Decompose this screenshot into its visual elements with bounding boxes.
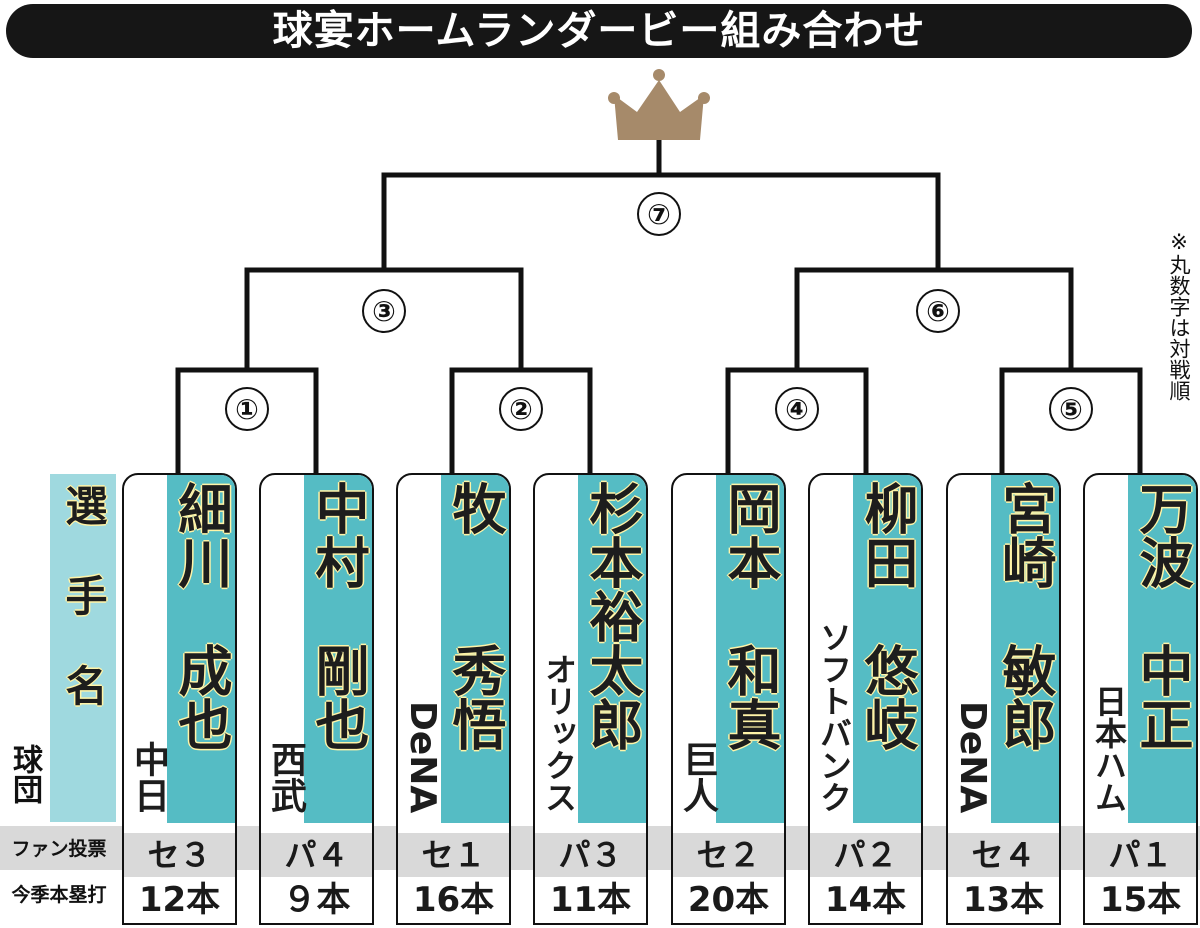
- bracket-q5-line: [999, 367, 1143, 473]
- bracket-q2-line: [449, 367, 593, 473]
- match-order-note: ※丸数字は対戦順: [1167, 230, 1191, 401]
- match-number-2: ②: [499, 387, 543, 431]
- bracket-q1-line: [175, 367, 319, 473]
- name-band: [716, 475, 784, 823]
- player-name-label: 選手名: [59, 484, 108, 754]
- player-season-hr: 11本: [549, 880, 632, 920]
- player-team: 巨人: [677, 741, 718, 813]
- player-fan-vote: パ３: [535, 833, 646, 877]
- match-number-6: ⑥: [916, 289, 960, 333]
- bracket-final-line: [381, 140, 941, 270]
- name-band: [853, 475, 921, 823]
- player-name: 杉本裕太郎: [580, 481, 643, 751]
- player-name-label-band: 選手名: [50, 474, 116, 822]
- player-fan-vote: パ１: [1085, 833, 1196, 877]
- team-label: 球団: [7, 744, 42, 804]
- name-band: [304, 475, 372, 823]
- player-team: 西武: [265, 741, 306, 813]
- player-season-hr: ９本: [282, 880, 351, 920]
- fan-vote-label: ファン投票: [11, 838, 107, 860]
- match-number-3: ③: [362, 289, 406, 333]
- player-team: 中日: [128, 741, 169, 813]
- player-name: 岡本 和真: [718, 481, 781, 751]
- player-team: DeNA: [952, 700, 993, 813]
- bracket-semi-left-line: [244, 267, 524, 370]
- player-fan-vote: セ１: [398, 833, 509, 877]
- player-season-hr: 13本: [962, 880, 1045, 920]
- player-team: DeNA: [402, 700, 443, 813]
- player-team: ソフトバンク: [815, 621, 853, 813]
- player-name: 宮崎 敏郎: [993, 481, 1056, 751]
- name-band: [991, 475, 1059, 823]
- player-fan-vote: パ２: [810, 833, 921, 877]
- player-season-hr: 12本: [138, 880, 221, 920]
- match-number-5: ⑤: [1049, 387, 1093, 431]
- name-band: [167, 475, 235, 823]
- bracket-semi-right-line: [794, 267, 1074, 370]
- name-band: [441, 475, 509, 823]
- name-band: [1128, 475, 1196, 823]
- player-fan-vote: セ４: [948, 833, 1059, 877]
- player-team: 日本ハム: [1090, 685, 1128, 813]
- player-name: 牧 秀悟: [443, 481, 506, 751]
- season-hr-label: 今季本塁打: [11, 884, 107, 906]
- player-card-hosokawa: 細川 成也 中日 セ３ 12本: [122, 473, 237, 925]
- page-title: 球宴ホームランダービー組み合わせ: [272, 8, 926, 54]
- title-bar: 球宴ホームランダービー組み合わせ: [6, 4, 1192, 58]
- player-name: 万波 中正: [1130, 481, 1193, 751]
- player-name: 柳田 悠岐: [855, 481, 918, 751]
- match-number-7: ⑦: [637, 192, 681, 236]
- name-band: [578, 475, 646, 823]
- match-number-1: ①: [225, 387, 269, 431]
- crown-icon: [608, 69, 710, 140]
- player-card-maki: 牧 秀悟 DeNA セ１ 16本: [396, 473, 511, 925]
- player-season-hr: 20本: [687, 880, 770, 920]
- player-name: 中村 剛也: [306, 481, 369, 751]
- player-season-hr: 16本: [412, 880, 495, 920]
- player-card-mannami: 万波 中正 日本ハム パ１ 15本: [1083, 473, 1198, 925]
- player-card-sugimoto: 杉本裕太郎 オリックス パ３ 11本: [533, 473, 648, 925]
- player-card-yanagita: 柳田 悠岐 ソフトバンク パ２ 14本: [808, 473, 923, 925]
- player-team: オリックス: [540, 653, 578, 813]
- player-fan-vote: セ３: [124, 833, 235, 877]
- player-name: 細川 成也: [169, 481, 232, 751]
- player-card-nakamura: 中村 剛也 西武 パ４ ９本: [259, 473, 374, 925]
- bracket-q4-line: [725, 367, 869, 473]
- player-card-miyazaki: 宮崎 敏郎 DeNA セ４ 13本: [946, 473, 1061, 925]
- player-season-hr: 14本: [824, 880, 907, 920]
- player-fan-vote: パ４: [261, 833, 372, 877]
- player-season-hr: 15本: [1099, 880, 1182, 920]
- player-fan-vote: セ２: [673, 833, 784, 877]
- player-card-okamoto: 岡本 和真 巨人 セ２ 20本: [671, 473, 786, 925]
- match-number-4: ④: [775, 387, 819, 431]
